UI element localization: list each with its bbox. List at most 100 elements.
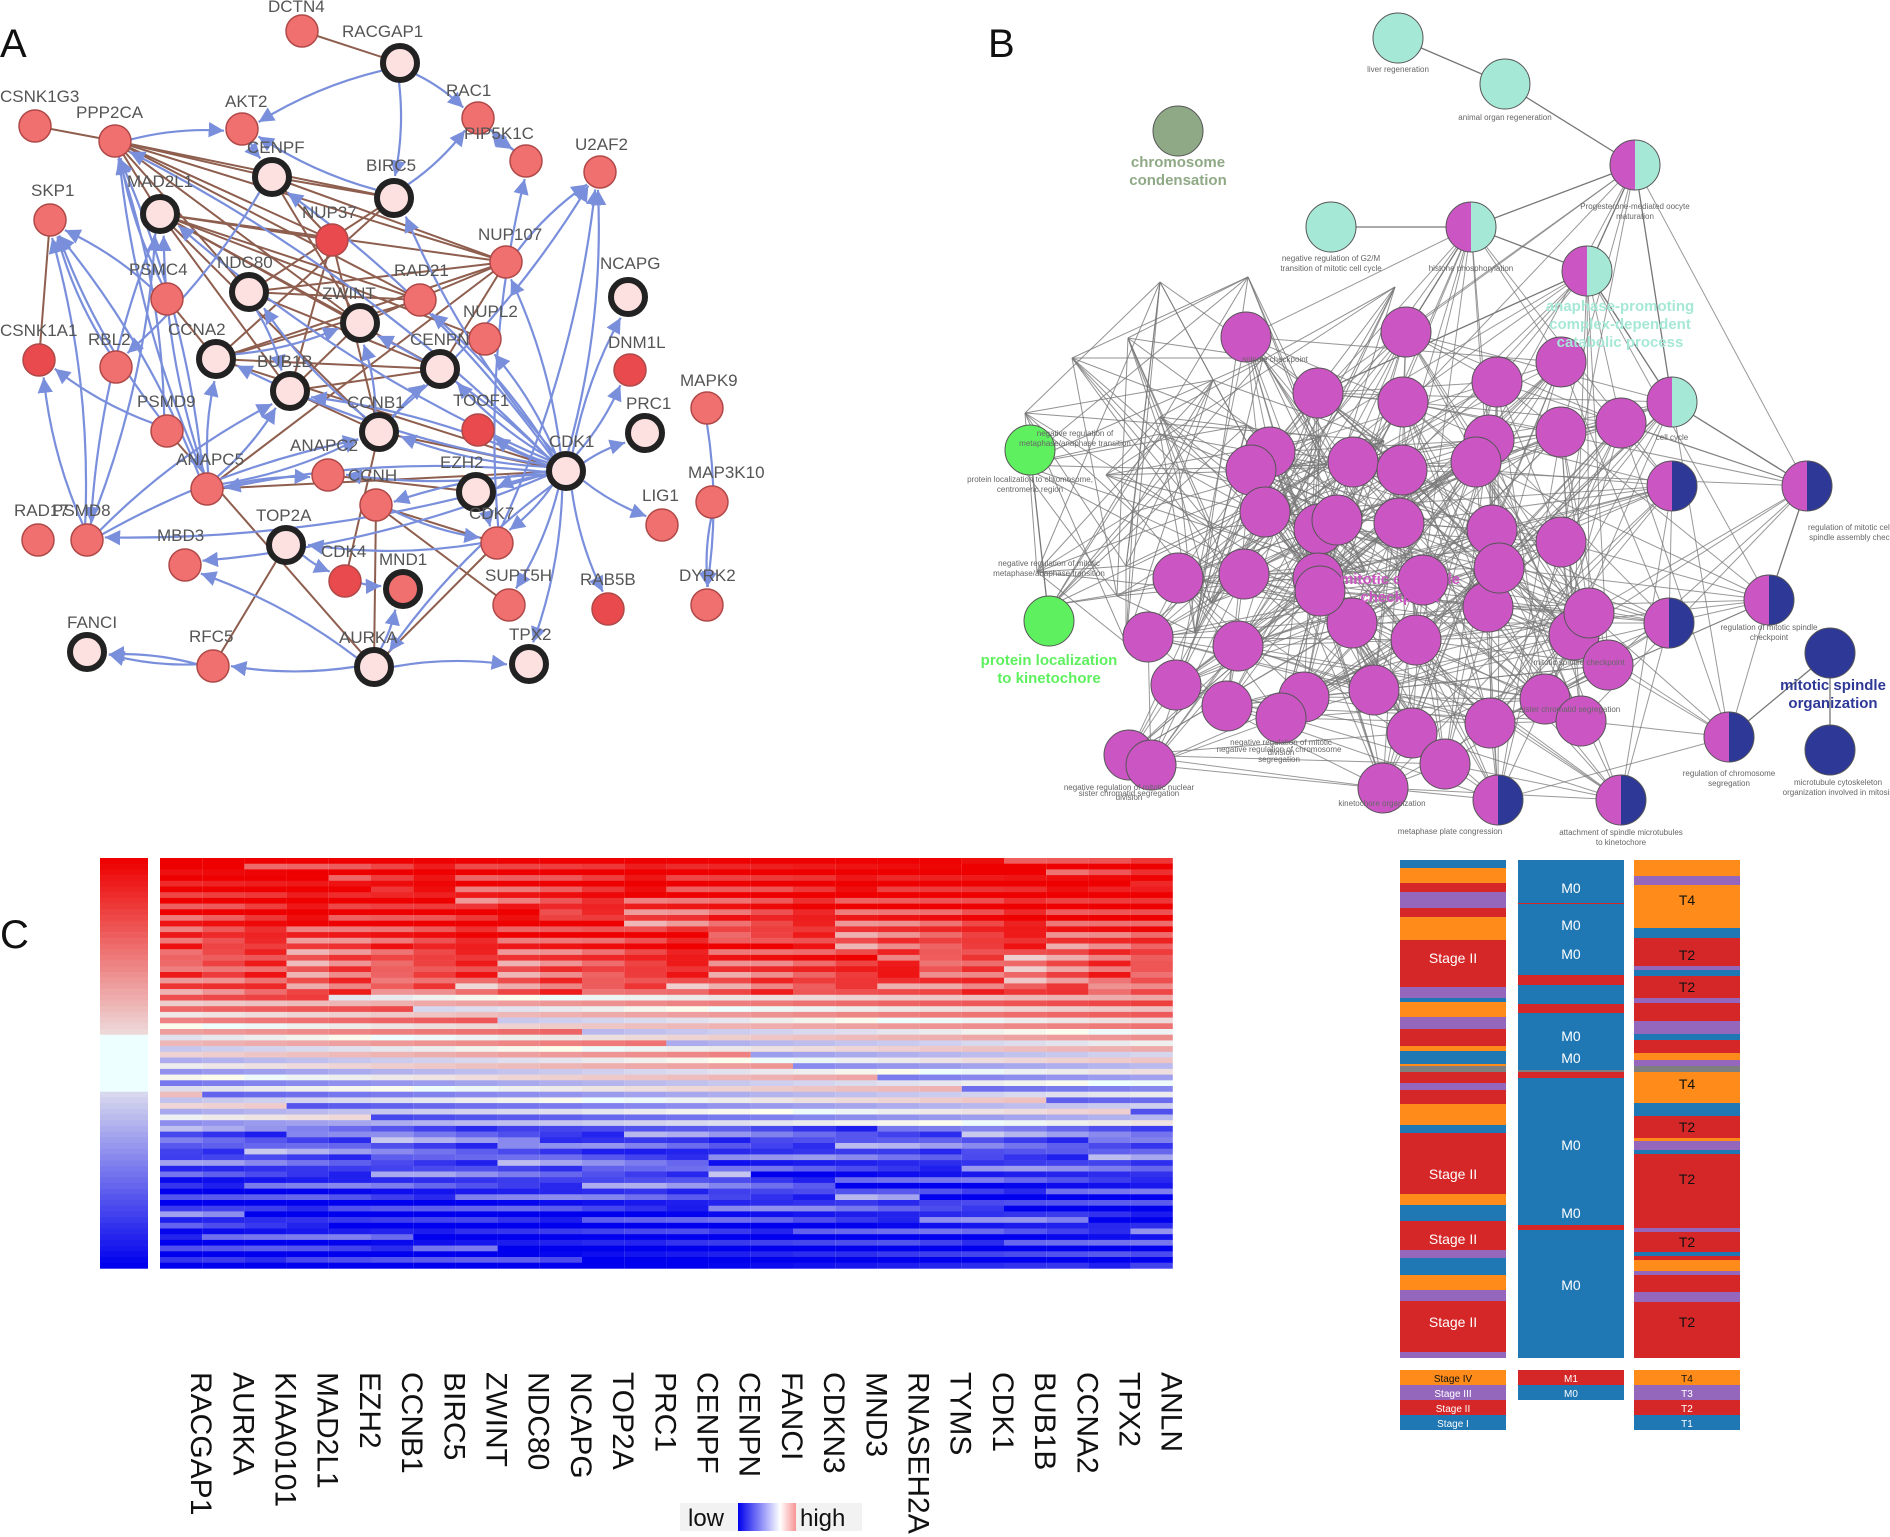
go-term-node-checkpoint[interactable] <box>1563 587 1615 639</box>
go-term-node-checkpoint[interactable] <box>1555 695 1607 747</box>
gene-node-dctn4[interactable]: DCTN4 <box>268 0 325 48</box>
gene-node-mad2l1[interactable]: MAD2L1 <box>127 172 193 234</box>
go-term-node-checkpoint[interactable] <box>1380 306 1432 358</box>
go-term-node-shared[interactable] <box>1781 460 1833 512</box>
go-term-node-microtubule-cytoskeleton[interactable] <box>1804 724 1856 776</box>
gene-node-mbd3[interactable]: MBD3 <box>157 526 204 582</box>
gene-node-cenpf[interactable]: CENPF <box>247 138 305 197</box>
gene-node-supt5h[interactable]: SUPT5H <box>485 566 552 622</box>
gene-node-ccna2[interactable]: CCNA2 <box>168 320 236 379</box>
go-term-node-protein-localization[interactable] <box>1004 424 1056 476</box>
gene-node-rbl2[interactable]: RBL2 <box>88 330 133 384</box>
gene-node-zwint[interactable]: ZWINT <box>322 284 380 343</box>
go-term-node-chromosome-condensation[interactable] <box>1152 105 1204 157</box>
gene-node-psmc4[interactable]: PSMC4 <box>129 260 188 316</box>
gene-node-rad21[interactable]: RAD21 <box>394 261 449 317</box>
gene-node-rac1[interactable]: RAC1 <box>446 81 495 135</box>
go-term-node-shared[interactable] <box>1445 201 1497 253</box>
gene-node-lig1[interactable]: LIG1 <box>642 486 679 542</box>
go-term-node-checkpoint[interactable] <box>1255 692 1307 744</box>
gene-node-rab5b[interactable]: RAB5B <box>580 570 636 626</box>
gene-node-cdk1[interactable]: CDK1 <box>546 432 594 491</box>
go-term-node-checkpoint[interactable] <box>1535 336 1587 388</box>
go-term-node-checkpoint[interactable] <box>1390 614 1442 666</box>
gene-node-top2a[interactable]: TOP2A <box>256 506 312 565</box>
go-term-node-checkpoint[interactable] <box>1326 597 1378 649</box>
gene-node-akt2[interactable]: AKT2 <box>225 92 268 146</box>
gene-node-toof1[interactable]: TOOF1 <box>453 391 509 447</box>
go-term-node-checkpoint[interactable] <box>1471 356 1523 408</box>
go-term-node-checkpoint[interactable] <box>1201 680 1253 732</box>
gene-node-fanci[interactable]: FANCI <box>67 613 117 672</box>
go-term-node-checkpoint[interactable] <box>1595 397 1647 449</box>
gene-node-psmd9[interactable]: PSMD9 <box>137 392 196 448</box>
go-term-node-teal[interactable] <box>1479 58 1531 110</box>
go-term-node-checkpoint[interactable] <box>1473 542 1525 594</box>
go-term-node-shared[interactable] <box>1561 245 1613 297</box>
go-term-node-teal[interactable] <box>1305 201 1357 253</box>
go-term-node-shared[interactable] <box>1472 774 1524 826</box>
go-term-node-protein-kinetochore[interactable] <box>1023 595 1075 647</box>
gene-node-map3k10[interactable]: MAP3K10 <box>688 463 765 519</box>
go-term-node-checkpoint[interactable] <box>1419 738 1471 790</box>
gene-node-ezh2[interactable]: EZH2 <box>440 453 496 512</box>
go-term-node-teal[interactable] <box>1372 12 1424 64</box>
go-term-node-checkpoint[interactable] <box>1348 664 1400 716</box>
go-term-node-shared[interactable] <box>1703 711 1755 763</box>
go-term-node-checkpoint[interactable] <box>1311 494 1363 546</box>
go-term-node-checkpoint[interactable] <box>1150 659 1202 711</box>
gene-node-pip5k1c[interactable]: PIP5K1C <box>464 124 543 178</box>
gene-node-dnm1l[interactable]: DNM1L <box>608 333 666 387</box>
go-term-node-checkpoint[interactable] <box>1239 486 1291 538</box>
gene-node-racgap1[interactable]: RACGAP1 <box>342 22 423 83</box>
go-term-node-checkpoint[interactable] <box>1582 639 1634 691</box>
go-term-node-shared[interactable] <box>1609 139 1661 191</box>
go-term-node-checkpoint[interactable] <box>1373 497 1425 549</box>
go-term-node-checkpoint[interactable] <box>1327 436 1379 488</box>
go-term-node-shared[interactable] <box>1646 376 1698 428</box>
gene-node-u2af2[interactable]: U2AF2 <box>575 135 628 189</box>
go-term-node-checkpoint[interactable] <box>1535 406 1587 458</box>
gene-node-anapc5[interactable]: ANAPC5 <box>176 450 244 506</box>
gene-node-cdk4[interactable]: CDK4 <box>321 542 366 598</box>
gene-node-prc1[interactable]: PRC1 <box>625 394 671 453</box>
gene-node-dyrk2[interactable]: DYRK2 <box>679 566 736 622</box>
gene-node-aurka[interactable]: AURKA <box>339 628 398 687</box>
gene-node-nup107[interactable]: NUP107 <box>478 225 542 279</box>
gene-node-csnk1a1[interactable]: CSNK1A1 <box>0 321 77 377</box>
gene-node-nupl2[interactable]: NUPL2 <box>463 302 518 356</box>
go-term-node-shared[interactable] <box>1743 574 1795 626</box>
go-term-node-checkpoint[interactable] <box>1220 311 1272 363</box>
gene-node-cenpn[interactable]: CENPN <box>410 330 470 389</box>
go-term-node-checkpoint[interactable] <box>1125 739 1177 791</box>
gene-node-rfc5[interactable]: RFC5 <box>189 627 233 683</box>
gene-node-rad17[interactable]: RAD17 <box>14 501 69 557</box>
go-term-node-checkpoint[interactable] <box>1535 516 1587 568</box>
go-term-node-checkpoint[interactable] <box>1294 565 1346 617</box>
gene-node-csnk1g3[interactable]: CSNK1G3 <box>0 87 79 143</box>
gene-node-ccnh[interactable]: CCNH <box>348 466 397 522</box>
gene-node-ccnb1[interactable]: CCNB1 <box>347 393 405 452</box>
go-term-node-checkpoint[interactable] <box>1386 707 1438 759</box>
go-term-node-checkpoint[interactable] <box>1377 376 1429 428</box>
gene-node-tpx2[interactable]: TPX2 <box>509 625 552 684</box>
go-term-node-checkpoint[interactable] <box>1212 620 1264 672</box>
gene-node-birc5[interactable]: BIRC5 <box>366 156 416 218</box>
go-term-node-checkpoint[interactable] <box>1450 436 1502 488</box>
go-term-node-shared[interactable] <box>1643 597 1695 649</box>
go-term-node-checkpoint[interactable] <box>1397 554 1449 606</box>
gene-node-cdk7[interactable]: CDK7 <box>469 504 514 560</box>
gene-node-ppp2ca[interactable]: PPP2CA <box>76 103 144 158</box>
gene-node-nup37[interactable]: NUP37 <box>302 203 357 257</box>
go-term-node-checkpoint[interactable] <box>1218 548 1270 600</box>
go-term-node-checkpoint[interactable] <box>1122 611 1174 663</box>
go-term-node-checkpoint[interactable] <box>1152 552 1204 604</box>
go-term-node-shared[interactable] <box>1595 774 1647 826</box>
gene-node-skp1[interactable]: SKP1 <box>31 181 74 237</box>
gene-node-ncapg[interactable]: NCAPG <box>600 254 660 317</box>
gene-node-ndc80[interactable]: NDC80 <box>217 253 273 312</box>
gene-node-psmd8[interactable]: PSMD8 <box>52 501 111 557</box>
go-term-node-shared[interactable] <box>1646 460 1698 512</box>
gene-node-anapc2[interactable]: ANAPC2 <box>290 436 358 492</box>
go-term-node-checkpoint[interactable] <box>1376 444 1428 496</box>
